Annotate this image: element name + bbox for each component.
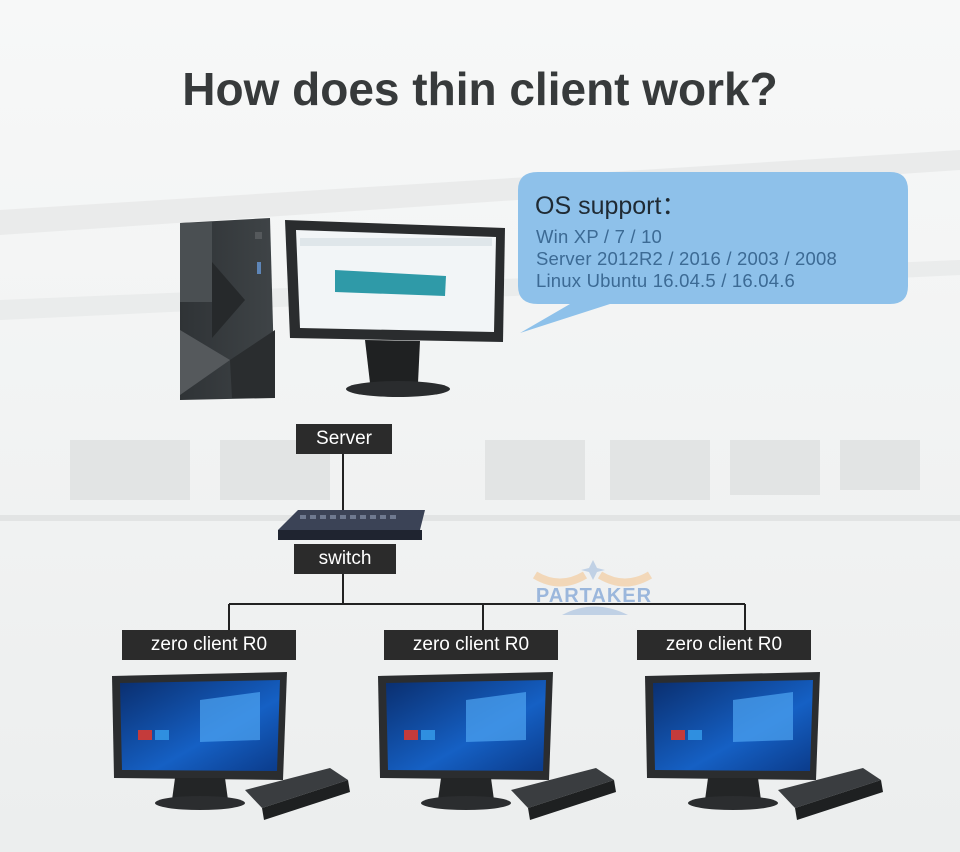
server-monitor-icon — [285, 220, 505, 397]
page-title: How does thin client work? — [182, 63, 778, 115]
client-set-2 — [378, 672, 616, 820]
network-switch-icon — [278, 510, 425, 540]
client-label-3: zero client R0 — [637, 630, 811, 660]
os-line-linux: Linux Ubuntu 16.04.5 / 16.04.6 — [536, 270, 796, 291]
os-line-windows: Win XP / 7 / 10 — [536, 226, 663, 247]
watermark-text: PARTAKER — [535, 585, 653, 607]
watermark-logo — [532, 560, 653, 615]
switch-label: switch — [294, 544, 396, 574]
server-tower-icon — [180, 218, 275, 400]
server-label: Server — [296, 424, 392, 454]
client-set-1 — [112, 672, 350, 820]
client-label-2: zero client R0 — [384, 630, 558, 660]
os-support-heading: OS support： — [535, 192, 687, 220]
os-line-server: Server 2012R2 / 2016 / 2003 / 2008 — [536, 248, 837, 269]
client-set-3 — [645, 672, 883, 820]
client-label-1: zero client R0 — [122, 630, 296, 660]
